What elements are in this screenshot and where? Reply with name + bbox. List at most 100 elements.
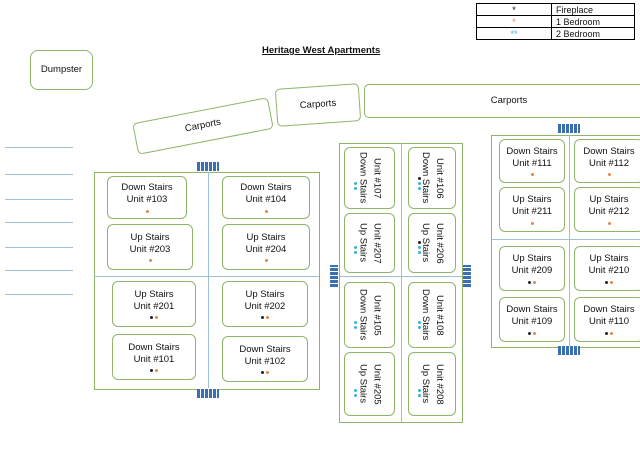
- unit-202-line1: Up Stairs: [245, 288, 285, 300]
- unit-209: Up Stairs Unit #209: [499, 246, 565, 291]
- carport-middle: Carports: [274, 83, 362, 127]
- two-bedroom-icon: [354, 187, 357, 190]
- unit-104-line2: Unit #104: [245, 194, 287, 205]
- unit-102-line1: Down Stairs: [239, 343, 291, 355]
- unit-210-line2: Unit #210: [588, 265, 630, 276]
- building-left-divider-v: [208, 172, 209, 388]
- legend: * Fireplace * 1 Bedroom ** 2 Bedroom: [476, 3, 635, 40]
- parking-line: [5, 222, 73, 223]
- two-bedroom-icon: [354, 326, 357, 329]
- one-bedroom-icon: [607, 173, 611, 176]
- unit-103-line1: Down Stairs: [121, 182, 173, 193]
- two-bedroom-icon: [354, 389, 357, 392]
- unit-207-line2: Unit #207: [371, 222, 383, 264]
- carport-left-label: Carports: [183, 116, 222, 135]
- one-bedroom-icon: [530, 173, 534, 176]
- two-bedroom-icon: [354, 246, 357, 249]
- one-bedroom-icon: [264, 209, 268, 213]
- one-bedroom-icon: [145, 209, 149, 213]
- unit-207-line1: Up Stairs: [357, 223, 369, 263]
- unit-110-line1: Down Stairs: [583, 304, 635, 315]
- one-bedroom-icon: [155, 316, 158, 319]
- legend-row-fireplace: * Fireplace: [476, 3, 635, 16]
- building-middle-divider-v: [401, 143, 402, 422]
- unit-103: Down Stairs Unit #103: [107, 176, 187, 219]
- one-bedroom-icon: [610, 331, 613, 335]
- unit-106-line2: Unit #106: [434, 157, 445, 199]
- unit-212-line1: Up Stairs: [589, 194, 629, 205]
- unit-108-line1: Down Stairs: [420, 289, 431, 341]
- carport-right: Carports: [364, 84, 640, 118]
- unit-206-line2: Unit #206: [434, 222, 445, 264]
- two-bedroom-icon: [354, 394, 357, 397]
- unit-104-line1: Down Stairs: [240, 182, 292, 193]
- unit-202: Up Stairs Unit #202: [222, 281, 308, 327]
- one-bedroom-icon: [607, 221, 611, 225]
- legend-label-1-bedroom: 1 Bedroom: [551, 15, 635, 28]
- fireplace-icon: [605, 331, 608, 335]
- unit-104: Down Stairs Unit #104: [222, 176, 310, 219]
- stairs-left-top: [197, 162, 219, 171]
- unit-201-line2: Unit #201: [133, 300, 175, 312]
- fireplace-icon: [605, 280, 608, 284]
- unit-212: Up Stairs Unit #212: [574, 187, 640, 232]
- two-bedroom-icon: [354, 321, 357, 324]
- unit-106-line1: Down Stairs: [420, 152, 431, 204]
- unit-101-line2: Unit #101: [133, 353, 175, 365]
- unit-210-line1: Up Stairs: [589, 253, 629, 264]
- one-bedroom-icon: [533, 331, 536, 335]
- unit-105-line1: Down Stairs: [357, 289, 369, 341]
- parking-line: [5, 174, 73, 175]
- unit-206-line1: Up Stairs: [420, 223, 431, 263]
- two-bedroom-icon: [418, 394, 421, 397]
- fireplace-icon: [418, 241, 421, 244]
- unit-201: Up Stairs Unit #201: [112, 281, 196, 327]
- legend-row-2-bedroom: ** 2 Bedroom: [476, 27, 635, 40]
- unit-103-line2: Unit #103: [126, 194, 168, 205]
- fireplace-icon: [418, 177, 421, 180]
- unit-112: Down Stairs Unit #112: [574, 139, 640, 183]
- unit-110: Down Stairs Unit #110: [574, 297, 640, 342]
- unit-111-line1: Down Stairs: [506, 145, 558, 157]
- legend-label-2-bedroom: 2 Bedroom: [551, 27, 635, 40]
- unit-203-line2: Unit #203: [129, 243, 171, 255]
- unit-112-line2: Unit #112: [589, 157, 629, 169]
- parking-line: [5, 247, 73, 248]
- building-right-divider-h: [491, 239, 640, 240]
- two-bedroom-icon: [418, 321, 421, 324]
- unit-107-line2: Unit #107: [371, 157, 383, 199]
- parking-line: [5, 199, 73, 200]
- unit-201-line1: Up Stairs: [134, 288, 174, 300]
- unit-204-line2: Unit #204: [245, 243, 287, 255]
- unit-205-line1: Up Stairs: [357, 364, 369, 404]
- one-bedroom-icon: [264, 259, 268, 262]
- unit-101-line1: Down Stairs: [128, 341, 180, 353]
- two-bedroom-icon: [418, 251, 421, 254]
- unit-105-line2: Unit #105: [371, 294, 383, 336]
- unit-208-line2: Unit #208: [434, 363, 445, 405]
- stairs-left-bottom: [197, 389, 219, 398]
- building-right-divider-v: [569, 135, 570, 346]
- unit-112-line1: Down Stairs: [583, 145, 635, 157]
- two-bedroom-icon: [418, 246, 421, 249]
- unit-203: Up Stairs Unit #203: [107, 224, 193, 270]
- unit-204: Up Stairs Unit #204: [222, 224, 310, 270]
- unit-102: Down Stairs Unit #102: [222, 336, 308, 382]
- one-bedroom-icon: [266, 371, 269, 374]
- unit-205-line2: Unit #205: [371, 363, 383, 405]
- unit-102-line2: Unit #102: [244, 355, 286, 367]
- stairs-right-bottom: [558, 346, 580, 355]
- carport-middle-label: Carports: [299, 97, 337, 112]
- stairs-middle-right: [463, 265, 471, 287]
- unit-107-line1: Down Stairs: [357, 152, 369, 204]
- legend-symbol-fireplace: *: [476, 3, 552, 16]
- building-left-divider-h: [94, 276, 319, 277]
